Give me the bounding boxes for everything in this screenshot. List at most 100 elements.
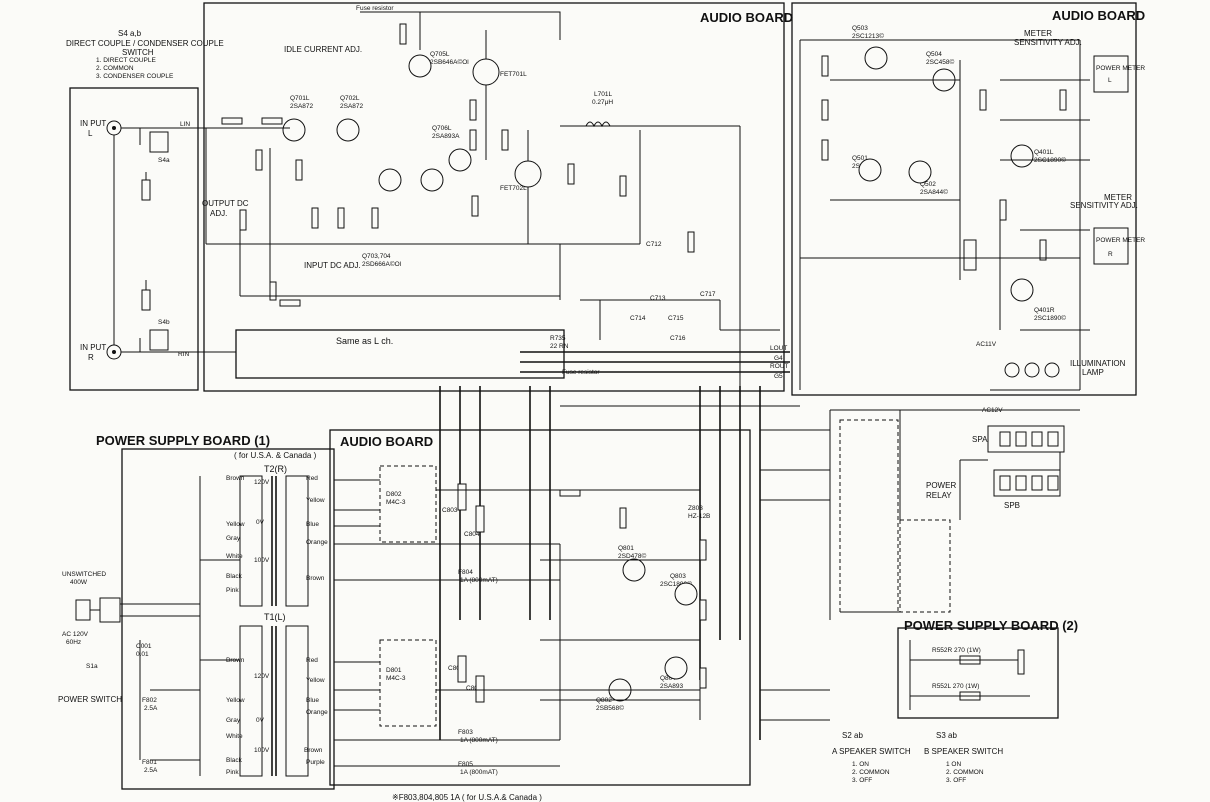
q801-part: 2SD478©	[618, 552, 646, 560]
t1-label: T1(L)	[264, 612, 286, 622]
relay-label-1: POWER	[926, 481, 956, 490]
t2-wire-orange: Orange	[306, 539, 328, 546]
t2-wire-blue: Blue	[306, 521, 319, 528]
ac-label: AC 120V	[62, 631, 89, 638]
s1-label: S1a	[86, 663, 98, 670]
r552l-label: R552L 270 (1W)	[932, 683, 979, 690]
speaker-switch-b-title: B SPEAKER SWITCH	[924, 747, 1003, 756]
power-board-2-outline	[897, 627, 1059, 719]
meter-sens-adj-top-2: SENSITIVITY ADJ.	[1014, 38, 1082, 47]
input-r-label: IN PUT	[80, 343, 106, 352]
q702-part: 2SA872	[340, 103, 364, 110]
t2-primary	[239, 475, 263, 607]
ac12v-label: AC12V	[982, 407, 1003, 414]
s4-item-1: 1. DIRECT COUPLE	[96, 57, 157, 64]
d802-part: M4C-3	[386, 499, 406, 506]
illumination-lamp-label: LAMP	[1082, 368, 1104, 377]
power-board-2-title: POWER SUPPLY BOARD (2)	[904, 618, 1078, 633]
l701-value: 0.27μH	[592, 99, 613, 106]
q401r-label: Q401R	[1034, 307, 1055, 314]
unswitched-watt: 400W	[70, 579, 88, 586]
d801-label: D801	[386, 667, 402, 674]
q504-label: Q504	[926, 51, 942, 58]
t2-label: T2(R)	[264, 464, 287, 474]
q502-label: Q502	[920, 181, 936, 188]
q705-part: 2SB646A©Ol	[430, 58, 469, 66]
f802-value: 2.5A	[144, 705, 158, 712]
t1-secondary	[285, 625, 309, 777]
power-supply-2: R552R 270 (1W) R552L 270 (1W)	[909, 640, 1030, 710]
input-r-channel: R	[88, 353, 94, 362]
s4b-label: S4b	[158, 319, 170, 326]
power-board-1-title: POWER SUPPLY BOARD (1)	[96, 433, 270, 448]
power-switch-label: POWER SWITCH	[58, 695, 122, 704]
c804-label: C804	[464, 531, 480, 538]
q803-part: 2SC1890©	[660, 580, 692, 588]
output-dc-label: OUTPUT DC	[202, 199, 249, 208]
idle-current-adj-label: IDLE CURRENT ADJ.	[284, 45, 362, 54]
c801-label: C801	[448, 665, 464, 672]
rin-label: RIN	[178, 351, 190, 358]
c001-value: 0.01	[136, 651, 149, 658]
speaker-b-item-3: 3. OFF	[946, 777, 966, 784]
t1-wire-black: Black	[226, 757, 243, 764]
power-supply-1: T2(R) T1(L) 120V 0V 100V 120V 0V 100V Br…	[58, 464, 542, 802]
speaker-b-item-2: 2. COMMON	[946, 769, 984, 776]
f803-label: F803	[458, 729, 473, 736]
t1-primary	[239, 625, 263, 777]
f801-value: 2.5A	[144, 767, 158, 774]
t2-wire-gray: Gray	[226, 535, 241, 542]
ac-plug-icon	[75, 599, 91, 621]
t1-wire-gray: Gray	[226, 717, 241, 724]
s4-switch-legend: S4 a,b DIRECT COUPLE / CONDENSER COUPLE …	[66, 29, 224, 80]
t1-wire-red: Red	[306, 657, 318, 664]
s4-title: S4 a,b	[118, 29, 142, 38]
power-board-1-outline	[121, 448, 335, 790]
same-as-l-block	[235, 329, 565, 379]
rout-label: ROUT	[770, 363, 788, 370]
q804-label: Q804	[660, 675, 676, 682]
power-meter-l-box	[1093, 55, 1129, 93]
audio-board-left-outline	[203, 2, 785, 392]
q503-label: Q503	[852, 25, 868, 32]
power-meter-l-label: POWER METER	[1096, 65, 1145, 72]
t2-100v: 100V	[254, 557, 270, 564]
t1-120v: 120V	[254, 673, 270, 680]
q803-label: Q803	[670, 573, 686, 580]
q502-part: 2SA844©	[920, 188, 948, 196]
d802-bridge-box	[379, 465, 437, 543]
d801-part: M4C-3	[386, 675, 406, 682]
power-meter-r-label: POWER METER	[1096, 237, 1145, 244]
d801-bridge-box	[379, 639, 437, 727]
z803-label: Z803	[688, 505, 703, 512]
fuse-resistor-label-top: Fuse resistor	[356, 5, 394, 12]
power-meter-l-ch: L	[1108, 77, 1112, 84]
t2-wire-yellow-2: Yellow	[306, 497, 325, 504]
input-l-label: IN PUT	[80, 119, 106, 128]
q701-part: 2SA872	[290, 103, 314, 110]
q802-part: 2SB568©	[596, 704, 624, 712]
ac-freq: 60Hz	[66, 639, 81, 646]
input-l-channel: L	[88, 129, 93, 138]
input-dc-adj-label: INPUT DC ADJ.	[304, 261, 361, 270]
input-section-outline	[69, 87, 199, 391]
q703-part: 2SD666A©Ol	[362, 260, 402, 268]
t1-wire-pink: Pink	[226, 769, 239, 776]
c803-label: C803	[442, 507, 458, 514]
meter-sens-adj-mid-2: SENSITIVITY ADJ.	[1070, 201, 1138, 210]
q401l-label: Q401L	[1034, 149, 1054, 156]
t2-wire-red: Red	[306, 475, 318, 482]
central-bus: LOUT ROUT G4 G5 AC12V AC11V	[439, 341, 1003, 740]
speaker-a-item-3: 3. OFF	[852, 777, 872, 784]
t2-wire-brown-2: Brown	[306, 575, 325, 582]
fuse-footnote: ※F803,804,805 1A ( for U.S.A.& Canada )	[392, 793, 542, 802]
c712-label: C712	[646, 241, 662, 248]
relay-dashed-box	[839, 419, 899, 613]
audio-board-mid-outline	[329, 429, 751, 786]
q503-part: 2SC1213©	[852, 32, 884, 40]
power-meter-r-ch: R	[1108, 251, 1113, 258]
r552r-label: R552R 270 (1W)	[932, 647, 981, 654]
c715-label: C715	[668, 315, 684, 322]
t1-wire-brown-2: Brown	[304, 747, 323, 754]
